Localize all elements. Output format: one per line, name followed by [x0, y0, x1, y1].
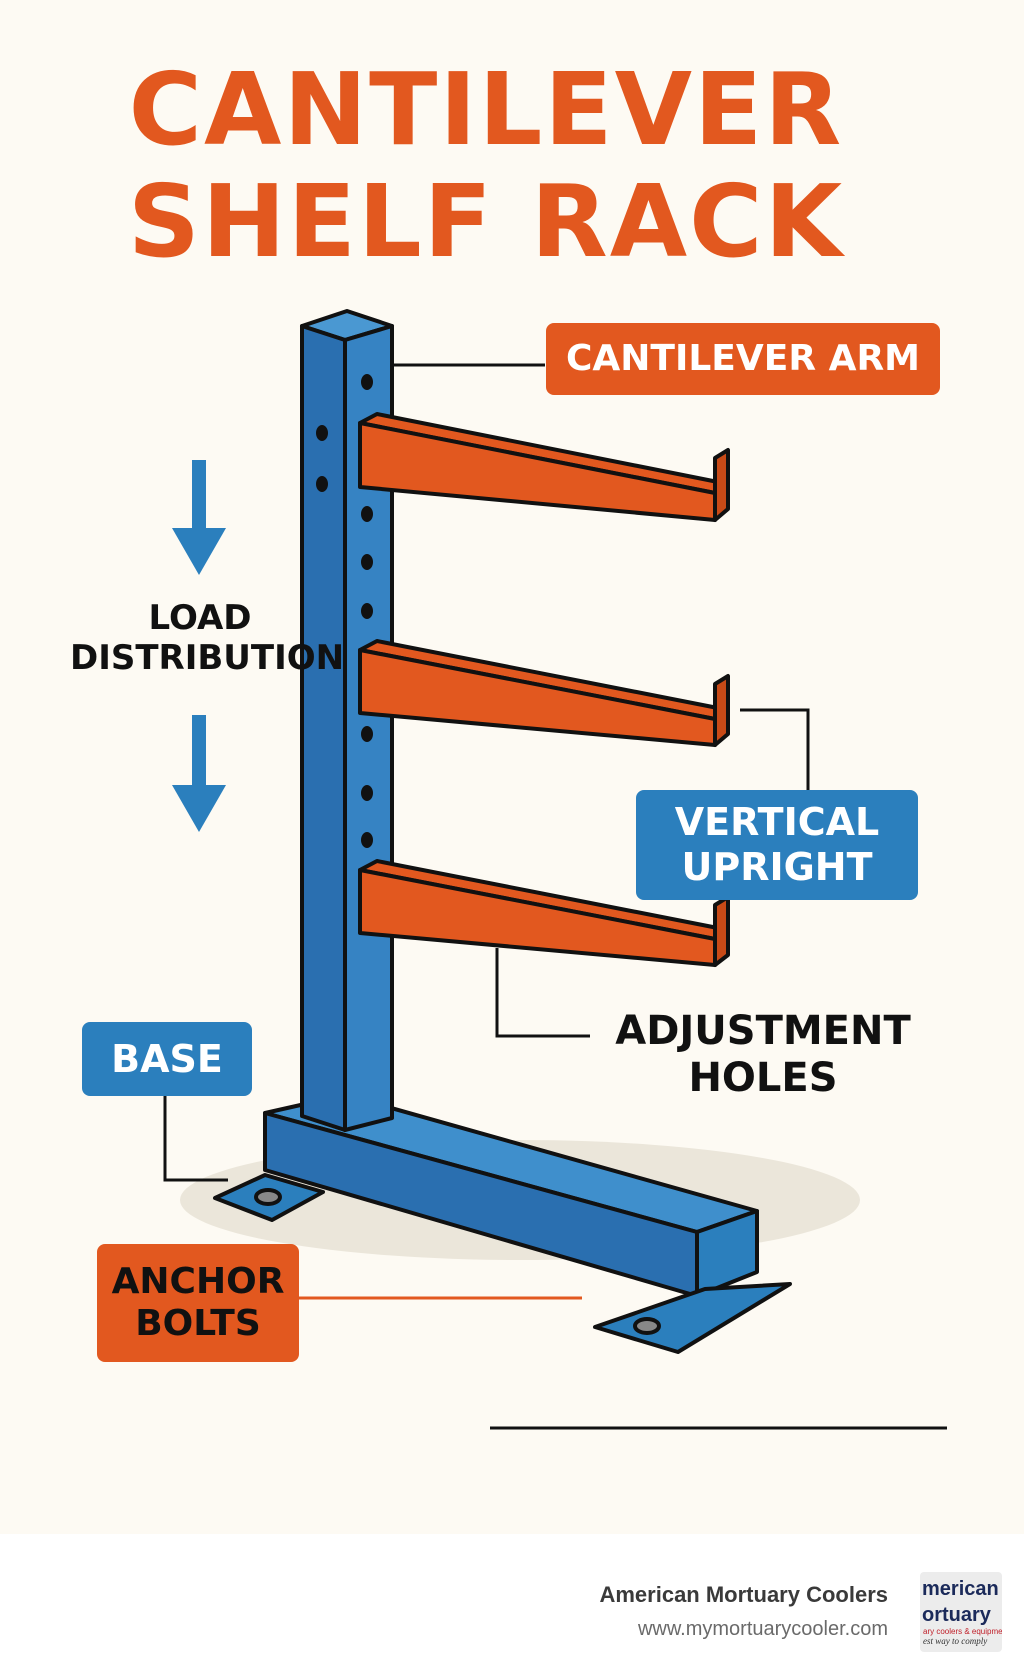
base-plate-left: [213, 1173, 325, 1222]
load-arrow-top: [172, 460, 226, 575]
adjustment-holes: [316, 374, 373, 848]
label-adjustment-holes-line2: HOLES: [688, 1055, 838, 1102]
title-line-2: SHELF RACK: [127, 163, 845, 280]
label-anchor-bolts-line1: ANCHOR: [111, 1260, 285, 1302]
leader-vertical-upright: [740, 708, 810, 790]
anchor-bolt-left: [254, 1188, 282, 1206]
label-anchor-bolts: ANCHOR BOLTS: [97, 1244, 299, 1362]
brand-url[interactable]: www.mymortuarycooler.com: [637, 1618, 888, 1640]
cantilever-arm-3: [358, 859, 730, 967]
leader-base: [163, 1095, 228, 1182]
brand-logo: merican ortuary ary coolers & equipment …: [920, 1572, 1002, 1652]
label-load-distribution-line2: DISTRIBUTION: [70, 638, 345, 679]
label-anchor-bolts-line2: BOLTS: [135, 1303, 261, 1344]
logo-line-3: ary coolers & equipment: [923, 1627, 1002, 1636]
cantilever-arm-2: [358, 639, 730, 747]
title-line-1: CANTILEVER: [128, 51, 844, 168]
cantilever-arm-1: [358, 412, 730, 522]
label-load-distribution: LOAD DISTRIBUTION: [70, 598, 345, 679]
base-plate-right: [593, 1282, 792, 1354]
brand-name: American Mortuary Coolers: [599, 1582, 888, 1607]
rack-illustration: [163, 309, 947, 1430]
leader-adjustment-holes: [495, 948, 590, 1038]
label-base-text: BASE: [111, 1036, 223, 1081]
label-vertical-upright-line1: VERTICAL: [674, 800, 880, 845]
label-vertical-upright: VERTICAL UPRIGHT: [636, 790, 918, 900]
label-adjustment-holes: ADJUSTMENT HOLES: [598, 1008, 928, 1102]
label-cantilever-arm: CANTILEVER ARM: [546, 323, 940, 395]
label-vertical-upright-line2: UPRIGHT: [681, 845, 873, 889]
logo-line-2: ortuary: [922, 1604, 991, 1626]
label-adjustment-holes-line1: ADJUSTMENT: [615, 1008, 911, 1054]
label-base: BASE: [82, 1022, 252, 1096]
footer: American Mortuary Coolers www.mymortuary…: [0, 1534, 1024, 1666]
logo-line-4: est way to comply: [923, 1636, 988, 1646]
label-load-distribution-line1: LOAD: [148, 598, 252, 638]
anchor-bolt-right: [633, 1317, 661, 1335]
logo-line-1: merican: [922, 1578, 999, 1600]
label-cantilever-arm-text: CANTILEVER ARM: [565, 337, 920, 379]
load-arrow-bottom: [172, 715, 226, 832]
